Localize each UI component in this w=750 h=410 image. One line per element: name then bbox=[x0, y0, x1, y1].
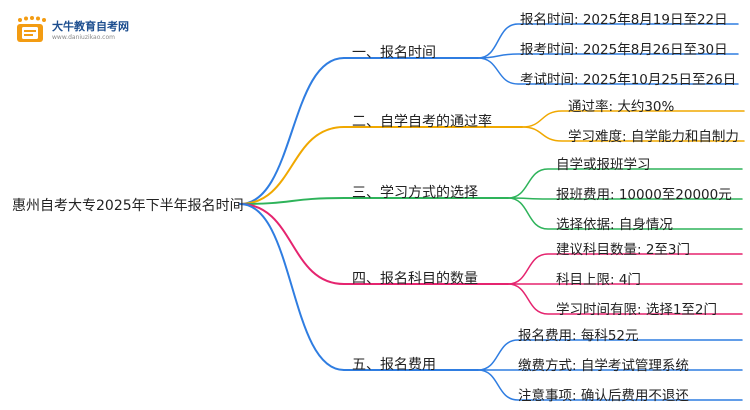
branch-5-label: 五、报名费用 bbox=[352, 357, 436, 373]
branch-1-leaf-1: 报名时间: 2025年8月19日至22日 bbox=[520, 12, 728, 28]
logo-url: www.daniuzikao.com bbox=[52, 34, 115, 41]
branch-4-leaf-1: 建议科目数量: 2至3门 bbox=[556, 242, 691, 258]
branch-3-leaf-3-connector bbox=[507, 197, 743, 230]
branch-5-leaf-3-connector bbox=[477, 369, 743, 401]
branch-3-leaf-1: 自学或报班学习 bbox=[556, 157, 651, 173]
branch-1-connector bbox=[239, 57, 345, 205]
branch-4-connector bbox=[239, 203, 345, 285]
site-logo[interactable]: 大牛教育自考网 www.daniuzikao.com bbox=[8, 8, 158, 50]
logo-title: 大牛教育自考网 bbox=[52, 20, 129, 33]
branch-2-connector bbox=[239, 126, 345, 205]
branch-3-leaf-2: 报班费用: 10000至20000元 bbox=[556, 187, 732, 203]
root-node: 惠州自考大专2025年下半年报名时间 bbox=[12, 198, 244, 214]
book-logo-icon bbox=[17, 16, 46, 42]
branch-4-label: 四、报名科目的数量 bbox=[352, 271, 478, 287]
branch-1-leaf-3-connector bbox=[477, 57, 739, 85]
branch-1-leaf-2: 报考时间: 2025年8月26日至30日 bbox=[520, 42, 728, 58]
branch-2-leaf-1: 通过率: 大约30% bbox=[568, 99, 675, 115]
branch-3-connector bbox=[239, 197, 345, 205]
branch-5-leaf-1-connector bbox=[477, 339, 743, 371]
branch-2-leaf-2: 学习难度: 自学能力和自制力 bbox=[568, 129, 739, 145]
branch-2-label: 二、自学自考的通过率 bbox=[352, 114, 492, 130]
branch-5-leaf-1: 报名费用: 每科52元 bbox=[518, 328, 639, 344]
branch-4-leaf-2: 科目上限: 4门 bbox=[556, 272, 641, 288]
branch-1-label: 一、报名时间 bbox=[352, 45, 436, 61]
branch-1-leaf-2-connector bbox=[477, 53, 739, 59]
branch-3-leaf-3: 选择依据: 自身情况 bbox=[556, 217, 673, 233]
branch-4-leaf-1-connector bbox=[507, 253, 743, 285]
branch-1-leaf-1-connector bbox=[477, 23, 739, 59]
branch-3-leaf-2-connector bbox=[507, 197, 743, 200]
branch-5-leaf-3: 注意事项: 确认后费用不退还 bbox=[518, 388, 689, 404]
branch-3-leaf-1-connector bbox=[507, 168, 743, 199]
branch-5-leaf-2: 缴费方式: 自学考试管理系统 bbox=[518, 358, 689, 374]
branch-3-label: 三、学习方式的选择 bbox=[352, 185, 478, 201]
branch-2-leaf-2-connector bbox=[521, 126, 745, 142]
branch-4-leaf-3-connector bbox=[507, 283, 743, 315]
branch-5-connector bbox=[239, 203, 345, 371]
branch-2-leaf-1-connector bbox=[521, 110, 745, 128]
branch-4-leaf-3: 学习时间有限: 选择1至2门 bbox=[556, 302, 718, 318]
branch-1-leaf-3: 考试时间: 2025年10月25日至26日 bbox=[520, 72, 737, 88]
